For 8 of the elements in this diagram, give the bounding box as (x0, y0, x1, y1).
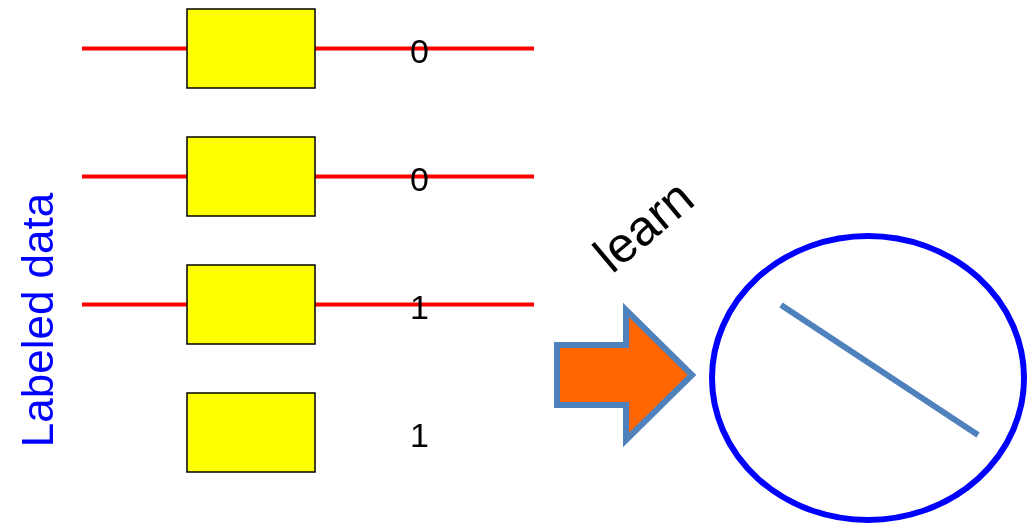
ellipse-with-line-drawing (709, 233, 1027, 523)
data-box (186, 264, 316, 345)
data-box (186, 392, 316, 473)
block-arrow (554, 302, 697, 448)
data-box (186, 8, 316, 89)
data-box (186, 136, 316, 217)
axis-title: Labeled data (13, 192, 63, 448)
class-label: 1 (410, 414, 429, 455)
